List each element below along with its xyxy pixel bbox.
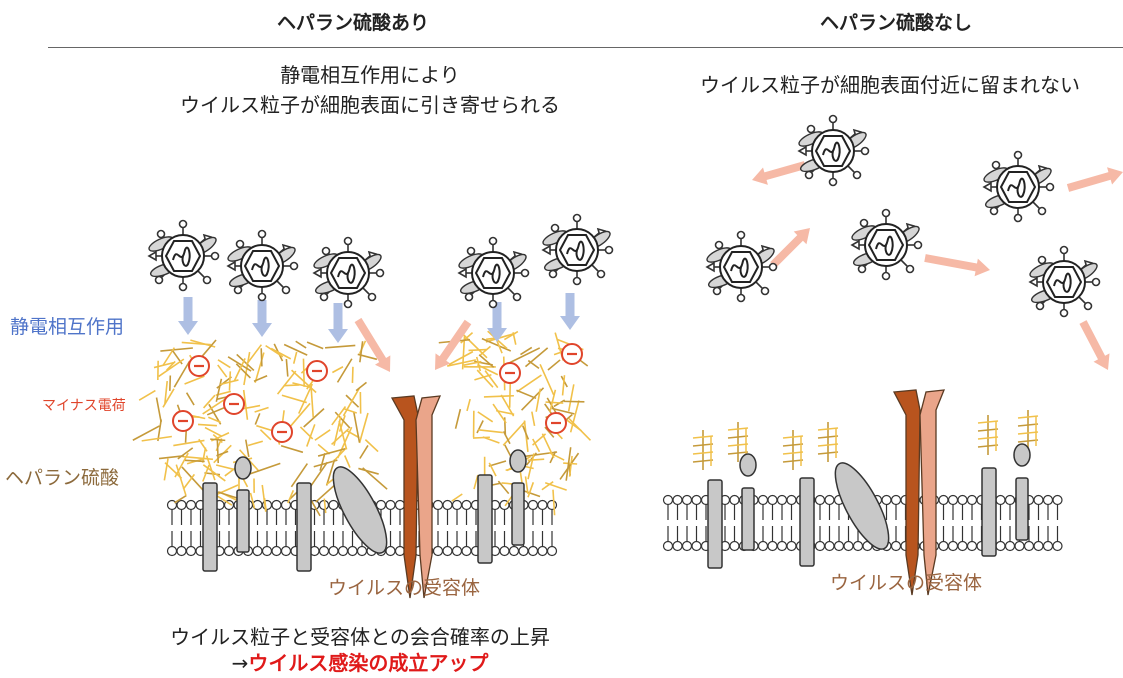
negative-charge-icon: [272, 422, 292, 442]
footer-line2: →ウイルス感染の成立アップ: [110, 648, 610, 678]
negative-charge-icon: [189, 356, 209, 376]
negative-charge-icon: [224, 394, 244, 414]
virus-particle-icon: [226, 231, 297, 301]
label-heparan-sulfate: ヘパラン硫酸: [5, 463, 119, 490]
virus-particle-icon: [312, 238, 383, 308]
virus-receptor-right: [894, 390, 944, 595]
virus-particles-left: [147, 215, 612, 308]
negative-charge-icon: [173, 411, 193, 431]
virus-particle-icon: [541, 215, 612, 285]
negative-charge-icon: [562, 344, 582, 364]
virus-particle-icon: [1028, 247, 1099, 317]
virus-particle-icon: [147, 221, 218, 291]
virus-particle-icon: [982, 152, 1053, 222]
electrostatic-arrows: [178, 293, 580, 343]
virus-particle-icon: [850, 210, 921, 280]
virus-receptor-left: [392, 396, 440, 598]
footer-highlight: ウイルス感染の成立アップ: [248, 651, 488, 675]
negative-charge-icon: [500, 363, 520, 383]
virus-particle-icon: [705, 232, 776, 302]
label-receptor-right: ウイルスの受容体: [830, 568, 982, 595]
virus-particle-icon: [457, 238, 528, 308]
virus-particle-icon: [797, 116, 868, 186]
virus-particles-right: [705, 116, 1099, 317]
footer-arrow: →: [232, 651, 249, 675]
label-negative-charge: マイナス電荷: [42, 395, 126, 415]
negative-charge-icon: [307, 361, 327, 381]
label-electrostatic: 静電相互作用: [10, 312, 124, 339]
negative-charge-icon: [546, 413, 566, 433]
label-receptor-left: ウイルスの受容体: [328, 573, 480, 600]
